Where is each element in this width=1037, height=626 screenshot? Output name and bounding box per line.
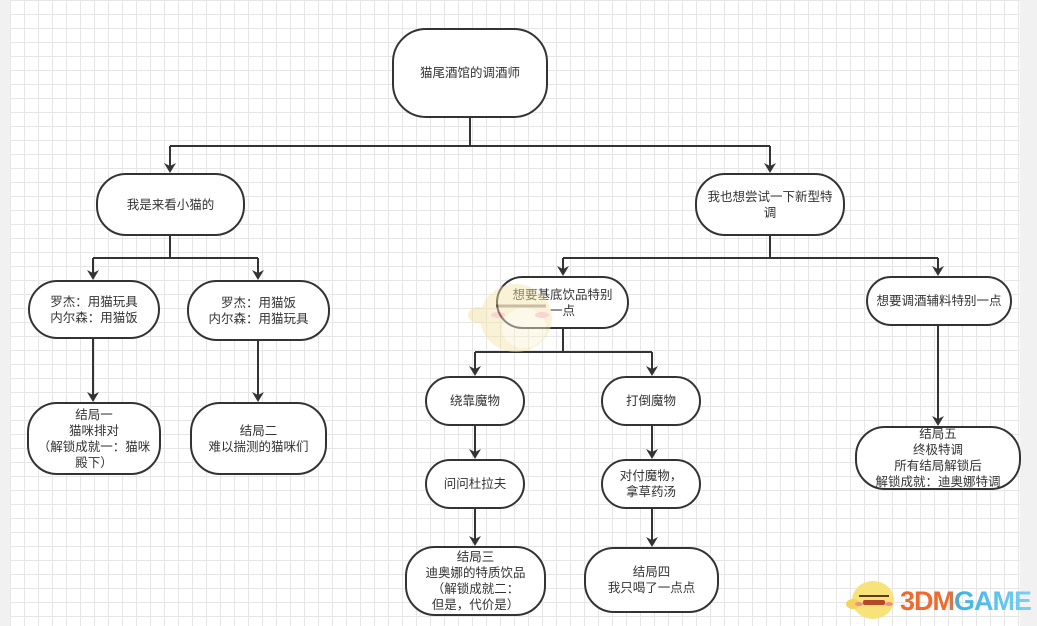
node-label: 猫尾酒馆的调酒师 (419, 65, 520, 80)
node-label: 猫咪排对 (68, 422, 119, 438)
node-ending-5[interactable]: 结局五终极特调所有结局解锁后解锁成就：迪奥娜特调 (855, 426, 1021, 490)
node-avoid-monster[interactable]: 绕靠魔物 (425, 376, 525, 426)
node-label: 内尔森：用猫饭 (50, 309, 138, 325)
node-herb-soup[interactable]: 对付魔物，拿草药汤 (601, 459, 701, 509)
node-label: 结局四 (632, 564, 671, 579)
node-label: 我是来看小猫的 (126, 196, 215, 212)
edge-b-split (563, 236, 938, 259)
node-try-new-drink[interactable]: 我也想尝试一下新型特调 (695, 173, 845, 236)
node-label: 我只喝了一点点 (607, 580, 696, 595)
edge-a-split (93, 236, 258, 259)
node-label: 但是，代价是） (431, 597, 520, 612)
node-label: 打倒魔物 (625, 393, 676, 408)
node-label: 终极特调 (912, 442, 963, 457)
node-label: 绕靠魔物 (449, 393, 500, 408)
node-a2[interactable]: 罗杰：用猫饭内尔森：用猫玩具 (187, 280, 330, 341)
node-label: 结局三 (456, 549, 495, 564)
node-label: 结局一 (75, 406, 113, 422)
node-label: 罗杰：用猫饭 (220, 294, 296, 310)
node-label: （解锁成就二： (431, 581, 520, 596)
node-root[interactable]: 猫尾酒馆的调酒师 (392, 28, 548, 118)
node-label: 我也想尝试一下新型特调 (707, 188, 833, 220)
node-come-see-cats[interactable]: 我是来看小猫的 (96, 173, 245, 236)
node-label: 迪奥娜的特质饮品 (425, 565, 526, 580)
edge-root-split (170, 118, 770, 147)
node-ending-3[interactable]: 结局三迪奥娜的特质饮品（解锁成就二：但是，代价是） (405, 546, 546, 616)
node-label: 结局五 (919, 426, 957, 441)
node-label: 内尔森：用猫玩具 (208, 310, 309, 326)
chick-logo-icon (846, 581, 894, 619)
node-base-drink[interactable]: 想要基底饮品特别一点 (496, 276, 629, 329)
node-label: 想要基底饮品特别一点 (512, 286, 613, 318)
node-ask-dulaf[interactable]: 问问杜拉夫 (425, 459, 525, 509)
node-a1[interactable]: 罗杰：用猫玩具内尔森：用猫饭 (28, 280, 160, 339)
node-ingredient[interactable]: 想要调酒辅料特别一点 (866, 276, 1012, 326)
node-label: 解锁成就：迪奥娜特调 (875, 474, 1001, 489)
node-label: 问问杜拉夫 (443, 476, 507, 491)
node-ending-1[interactable]: 结局一猫咪排对（解锁成就一：猫咪殿下） (27, 402, 161, 475)
node-ending-2[interactable]: 结局二难以揣测的猫咪们 (190, 402, 327, 475)
node-label: 拿草药汤 (625, 484, 676, 499)
node-defeat-monster[interactable]: 打倒魔物 (601, 376, 701, 426)
logo-text: 3DMGAME (900, 586, 1032, 616)
node-label: 想要调酒辅料特别一点 (876, 293, 1002, 308)
3dmgame-logo-text-wrap: 3DMGAME (845, 576, 1032, 622)
node-label: （解锁成就一：猫咪 (37, 438, 151, 454)
node-label: 难以揣测的猫咪们 (208, 438, 309, 454)
node-ending-4[interactable]: 结局四我只喝了一点点 (584, 547, 719, 613)
node-label: 对付魔物， (619, 468, 683, 483)
3dmgame-logo (845, 576, 1030, 622)
edge-b1-split (475, 329, 652, 353)
node-label: 殿下） (75, 454, 113, 470)
node-label: 所有结局解锁后 (894, 458, 982, 473)
node-label: 罗杰：用猫玩具 (50, 293, 138, 309)
node-label: 结局二 (239, 422, 278, 438)
right-panel-edge (1020, 0, 1037, 626)
